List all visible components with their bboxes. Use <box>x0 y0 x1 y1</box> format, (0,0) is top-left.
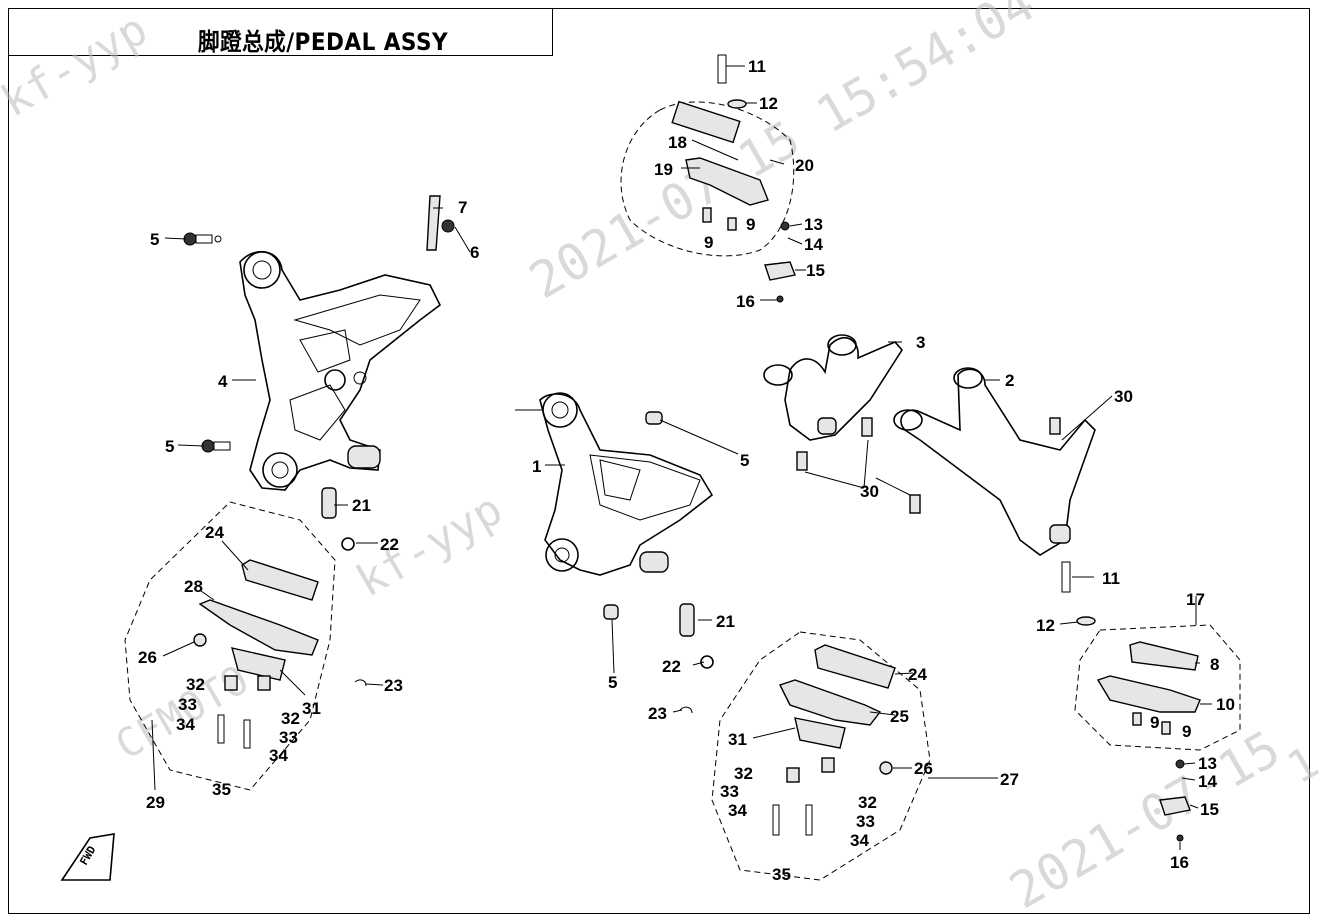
callout-17: 17 <box>1186 590 1205 609</box>
callout-33: 33 <box>279 728 298 747</box>
callout-31: 31 <box>728 730 747 749</box>
callout-32: 32 <box>734 764 753 783</box>
callout-26: 26 <box>914 759 933 778</box>
callout-23: 23 <box>648 704 667 723</box>
callout-24: 24 <box>908 665 927 684</box>
callout-23: 23 <box>384 676 403 695</box>
callout-22: 22 <box>662 657 681 676</box>
callout-9: 9 <box>746 215 755 234</box>
callout-4: 4 <box>218 372 228 391</box>
callout-8: 8 <box>1210 655 1219 674</box>
callout-26: 26 <box>138 648 157 667</box>
callout-5: 5 <box>608 673 617 692</box>
callout-25: 25 <box>890 707 909 726</box>
bushing-part-5 <box>603 411 663 620</box>
callout-20: 20 <box>795 156 814 175</box>
callout-34: 34 <box>850 831 869 850</box>
callout-33: 33 <box>856 812 875 831</box>
callout-1: 1 <box>532 457 541 476</box>
callout-35: 35 <box>212 780 231 799</box>
rear-bracket-part-3 <box>763 334 903 471</box>
center-bracket-part-1 <box>539 392 714 576</box>
callout-14: 14 <box>804 235 823 254</box>
callout-15: 15 <box>1200 800 1219 819</box>
callout-2: 2 <box>1005 371 1014 390</box>
callout-9: 9 <box>1182 722 1191 741</box>
callout-35: 35 <box>772 865 791 884</box>
callout-34: 34 <box>269 746 288 765</box>
callout-33: 33 <box>178 695 197 714</box>
callout-5: 5 <box>165 437 174 456</box>
fwd-label: FWD <box>77 843 98 867</box>
callout-3: 3 <box>916 333 925 352</box>
callout-13: 13 <box>1198 754 1217 773</box>
drawing-frame <box>8 8 1310 914</box>
callout-11: 11 <box>748 57 766 76</box>
callout-15: 15 <box>806 261 825 280</box>
left-bracket-part-4 <box>239 250 442 491</box>
callout-19: 19 <box>654 160 673 179</box>
callout-16: 16 <box>736 292 755 311</box>
callout-30: 30 <box>1114 387 1133 406</box>
pedal-group-part-27 <box>679 603 931 881</box>
callout-16: 16 <box>1170 853 1189 872</box>
callout-5: 5 <box>740 451 749 470</box>
callout-27: 27 <box>1000 770 1019 789</box>
callout-21: 21 <box>352 496 371 515</box>
callout-14: 14 <box>1198 772 1217 791</box>
callout-24: 24 <box>205 523 224 542</box>
pedal-group-part-20 <box>620 54 796 303</box>
callout-29: 29 <box>146 793 165 812</box>
callout-32: 32 <box>858 793 877 812</box>
callout-31: 31 <box>302 699 321 718</box>
callout-10: 10 <box>1216 695 1235 714</box>
fwd-arrow-icon: FWD <box>60 833 115 881</box>
callout-6: 6 <box>470 243 479 262</box>
callout-12: 12 <box>759 94 778 113</box>
rear-bracket-part-2 <box>893 367 1096 556</box>
leader-lines <box>151 65 1212 850</box>
callout-12: 12 <box>1036 616 1055 635</box>
callout-21: 21 <box>716 612 735 631</box>
callout-34: 34 <box>176 715 195 734</box>
callout-32: 32 <box>186 675 205 694</box>
callout-5: 5 <box>150 230 159 249</box>
callout-28: 28 <box>184 577 203 596</box>
callout-32: 32 <box>281 709 300 728</box>
callout-18: 18 <box>668 133 687 152</box>
callout-34: 34 <box>728 801 747 820</box>
callout-13: 13 <box>804 215 823 234</box>
plate-part-7 <box>426 195 455 251</box>
callout-7: 7 <box>458 198 467 217</box>
pedal-group-part-29 <box>124 487 367 791</box>
title-block: 脚蹬总成/PEDAL ASSY <box>8 8 553 56</box>
callout-33: 33 <box>720 782 739 801</box>
callout-9: 9 <box>704 233 713 252</box>
callout-11: 11 <box>1102 569 1120 588</box>
callout-labels: 5 5 4 7 6 21 22 1 5 5 21 11 12 18 19 20 … <box>138 57 1235 884</box>
callout-22: 22 <box>380 535 399 554</box>
page-title: 脚蹬总成/PEDAL ASSY <box>198 28 449 56</box>
callout-30: 30 <box>860 482 879 501</box>
bolt-part-5 <box>183 232 231 453</box>
callout-9: 9 <box>1150 713 1159 732</box>
